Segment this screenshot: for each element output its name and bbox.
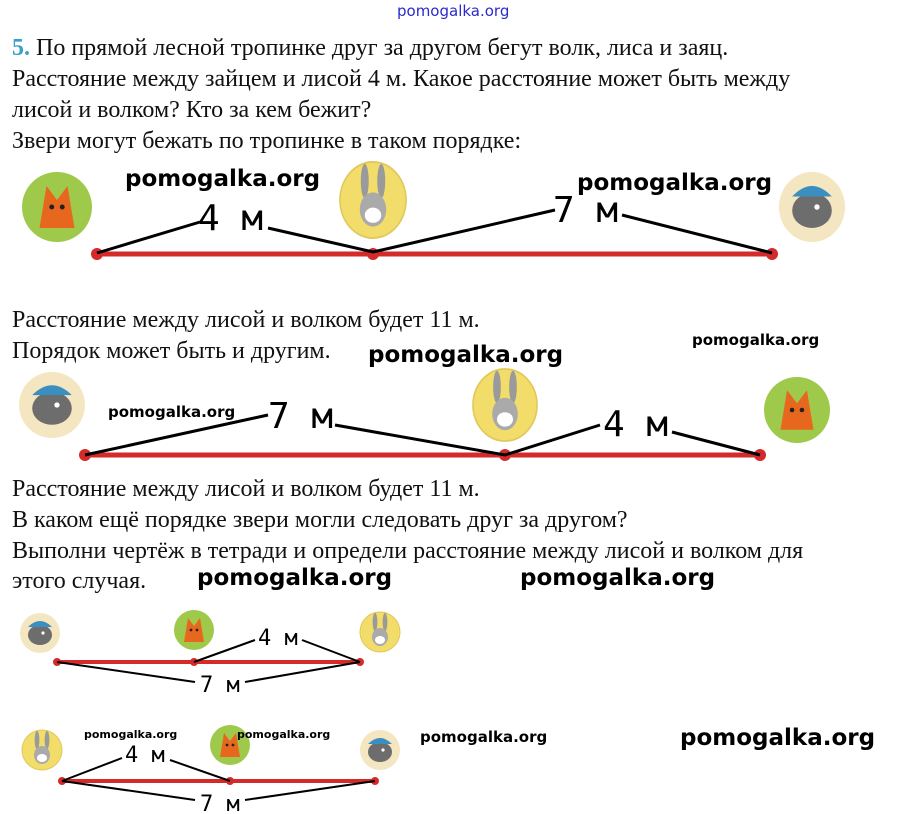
arc [334, 423, 601, 457]
answer2-line-2: В каком ещё порядке звери могли следоват… [12, 507, 628, 533]
arc [244, 661, 361, 683]
wolf-icon [19, 372, 85, 438]
arc [84, 413, 269, 457]
task-line-2: Расстояние между зайцем и лисой 4 м. Как… [12, 66, 791, 92]
task-line-1: 5. По прямой лесной тропинке друг за дру… [12, 35, 728, 62]
task-line-3: лисой и волком? Кто за кем бежит? [12, 97, 372, 123]
arc [169, 759, 231, 782]
arc [56, 661, 196, 683]
segment-label: 7 м [553, 190, 618, 231]
answer2-line-4: этого случая. [12, 568, 147, 594]
watermark: pomogalka.org [237, 728, 331, 741]
wolf-icon [779, 172, 845, 242]
task-line-4: Звери могут бежать по тропинке в таком п… [12, 128, 522, 154]
arc [61, 757, 123, 782]
wolf-icon [360, 730, 400, 770]
arc [244, 780, 376, 801]
segment-label: 4 м [125, 743, 165, 768]
segment-label: 7 м [268, 396, 333, 437]
arc [61, 780, 196, 801]
segment-label: 4 м [258, 626, 298, 651]
watermark: pomogalka.org [84, 728, 178, 741]
arc [193, 639, 256, 663]
fox-icon [764, 377, 830, 443]
point [766, 248, 778, 260]
arc [301, 639, 361, 663]
answer1-line-1: Расстояние между лисой и волком будет 11… [12, 307, 480, 333]
watermark: pomogalka.org [520, 565, 716, 591]
watermark: pomogalka.org [108, 403, 236, 421]
watermark: pomogalka.org [368, 342, 564, 368]
segment-label: 7 м [200, 792, 240, 814]
hare-icon [22, 730, 62, 770]
diagram-3: 4 м 7 м [20, 610, 400, 698]
segment-label: 4 м [198, 198, 263, 239]
watermark-top: pomogalka.org [397, 2, 510, 20]
hare-icon [360, 612, 400, 652]
watermark: pomogalka.org [197, 565, 393, 591]
fox-icon [174, 610, 214, 650]
watermark: pomogalka.org [125, 166, 321, 192]
watermark: pomogalka.org [577, 170, 773, 196]
watermark: pomogalka.org [680, 725, 876, 751]
watermark: pomogalka.org [692, 331, 820, 349]
answer2-line-1: Расстояние между лисой и волком будет 11… [12, 476, 480, 502]
hare-icon [340, 162, 406, 238]
arc [267, 208, 556, 254]
answer2-line-3: Выполни чертёж в тетради и определи расс… [12, 538, 804, 564]
segment-label: 4 м [603, 404, 668, 445]
diagram-4: 4 м 7 м [22, 725, 400, 814]
diagram-1: 4 м 7 м [22, 162, 845, 260]
wolf-icon [20, 613, 60, 653]
diagram-2: 7 м 4 м [19, 369, 830, 461]
point [91, 248, 103, 260]
hare-icon [473, 369, 537, 441]
arc [671, 430, 761, 457]
task-number: 5. [12, 35, 30, 61]
arc [96, 220, 201, 255]
watermark: pomogalka.org [420, 728, 548, 746]
task-text: По прямой лесной тропинке друг за другом… [36, 35, 729, 61]
answer1-line-2: Порядок может быть и другим. [12, 338, 331, 364]
arc [621, 213, 773, 255]
segment-label: 7 м [200, 673, 240, 698]
fox-icon [22, 172, 92, 242]
